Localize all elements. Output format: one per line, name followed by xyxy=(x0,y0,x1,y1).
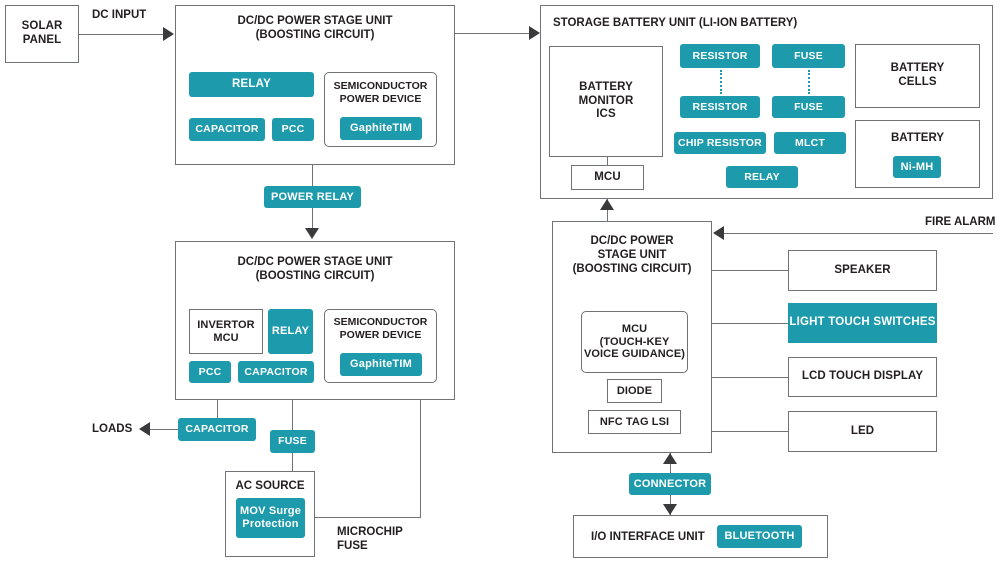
storage-resistor-bottom-chip: RESISTOR xyxy=(680,96,760,118)
connector-up-arrow-icon xyxy=(663,453,677,464)
stage1-to-storage-arrow-icon xyxy=(529,26,540,40)
led-box: LED xyxy=(788,411,937,452)
stage3-nfc-tag-lsi-box: NFC TAG LSI xyxy=(588,410,681,434)
stage3-to-speaker-line xyxy=(712,270,788,271)
stage1-to-relay-line xyxy=(312,165,313,187)
stage2-semiconductor-label: SEMICONDUCTOR POWER DEVICE xyxy=(333,316,428,341)
led-label: LED xyxy=(850,424,875,437)
storage-mcu-box: MCU xyxy=(571,165,644,190)
fire-alarm-arrow-icon xyxy=(713,226,724,240)
storage-mlct-chip: MLCT xyxy=(774,132,846,154)
stage3-mcu-box: MCU (TOUCH-KEY VOICE GUIDANCE) xyxy=(581,311,688,373)
stage3-nfc-tag-lsi-label: NFC TAG LSI xyxy=(599,415,670,428)
battery-cells-box: BATTERY CELLS xyxy=(855,44,980,108)
storage-fuse-bottom-chip: FUSE xyxy=(772,96,845,118)
storage-resistor-top-chip: RESISTOR xyxy=(680,44,760,68)
stage3-to-light-touch-switches-line xyxy=(712,323,788,324)
stage1-semiconductor-label: SEMICONDUCTOR POWER DEVICE xyxy=(333,80,428,105)
output-capacitor-chip: CAPACITOR xyxy=(178,418,256,441)
solar-to-stage1-line xyxy=(79,34,165,35)
stage2-invertor-mcu-box: INVERTOR MCU xyxy=(189,309,263,354)
relay-to-stage2-arrow-icon xyxy=(305,228,319,239)
battery-monitor-ics-label: BATTERY MONITOR ICS xyxy=(578,81,634,121)
ac-source-to-microchip-fuse-line xyxy=(315,517,421,518)
lcd-touch-display-label: LCD TOUCH DISPLAY xyxy=(801,370,924,383)
relay-to-stage2-line xyxy=(312,208,313,230)
resistor-pair-dotted-connector xyxy=(720,70,722,94)
fuse-pair-dotted-connector xyxy=(808,70,810,94)
stage3-diode-label: DIODE xyxy=(616,384,653,397)
stage1-graphitetim-chip: GaphiteTIM xyxy=(340,117,422,140)
dcdc-stage-unit-3-title: DC/DC POWER STAGE UNIT (BOOSTING CIRCUIT… xyxy=(572,235,692,276)
mov-surge-protection-chip: MOV Surge Protection xyxy=(236,498,305,538)
stage2-relay-chip: RELAY xyxy=(268,309,313,354)
solar-panel-box: SOLAR PANEL xyxy=(5,5,79,63)
battery-label: BATTERY xyxy=(890,132,945,144)
solar-panel-label: SOLAR PANEL xyxy=(21,20,63,46)
monitor-to-mcu-line xyxy=(607,157,608,165)
battery-cells-label: BATTERY CELLS xyxy=(890,62,945,88)
stage1-capacitor-chip: CAPACITOR xyxy=(189,118,265,141)
fuse-chip: FUSE xyxy=(270,430,315,453)
stage2-to-microchip-fuse-line xyxy=(420,400,421,517)
stage3-to-led-line xyxy=(712,431,788,432)
stage1-pcc-chip: PCC xyxy=(272,118,314,141)
power-relay-chip: POWER RELAY xyxy=(264,186,361,208)
storage-battery-unit-title: STORAGE BATTERY UNIT (LI-ION BATTERY) xyxy=(553,17,798,29)
speaker-label: SPEAKER xyxy=(834,263,891,276)
stage2-invertor-mcu-label: INVERTOR MCU xyxy=(197,318,255,344)
stage2-pcc-chip: PCC xyxy=(189,361,231,383)
ac-source-title: AC SOURCE xyxy=(235,480,305,492)
bluetooth-chip: BLUETOOTH xyxy=(717,525,802,548)
fire-alarm-line xyxy=(724,233,993,234)
loads-label: LOADS xyxy=(92,423,133,435)
speaker-box: SPEAKER xyxy=(788,250,937,291)
storage-chip-resistor-chip: CHIP RESISTOR xyxy=(674,132,766,154)
storage-fuse-top-chip: FUSE xyxy=(772,44,845,68)
connector-down-arrow-icon xyxy=(663,504,677,515)
fuse-to-ac-source-line xyxy=(292,453,293,471)
storage-relay-chip: RELAY xyxy=(726,166,798,188)
stage1-to-storage-line xyxy=(455,33,531,34)
stage3-to-storage-arrow-icon xyxy=(600,199,614,210)
storage-mcu-label: MCU xyxy=(594,170,621,183)
battery-box xyxy=(855,120,980,188)
stage3-to-lcd-touch-display-line xyxy=(712,377,788,378)
nimh-chip: Ni-MH xyxy=(893,156,941,178)
light-touch-switches-chip: LIGHT TOUCH SWITCHES xyxy=(788,303,937,343)
stage1-relay-chip: RELAY xyxy=(189,72,314,97)
stage2-capacitor-chip: CAPACITOR xyxy=(238,361,314,383)
fire-alarm-label: FIRE ALARM xyxy=(925,216,996,228)
stage3-to-connector-line xyxy=(670,453,671,475)
microchip-fuse-label: MICROCHIP FUSE xyxy=(337,526,403,553)
dc-input-label: DC INPUT xyxy=(92,9,147,21)
stage3-mcu-label: MCU (TOUCH-KEY VOICE GUIDANCE) xyxy=(583,322,686,361)
connector-chip: CONNECTOR xyxy=(629,473,711,495)
stage2-to-capacitor-line xyxy=(217,400,218,418)
stage3-to-storage-line xyxy=(607,199,608,231)
dcdc-stage-unit-2-title: DC/DC POWER STAGE UNIT (BOOSTING CIRCUIT… xyxy=(237,256,393,283)
capacitor-to-loads-line xyxy=(150,429,178,430)
loads-arrow-icon xyxy=(139,422,150,436)
dcdc-stage-unit-1-title: DC/DC POWER STAGE UNIT (BOOSTING CIRCUIT… xyxy=(237,15,393,42)
battery-monitor-ics-box: BATTERY MONITOR ICS xyxy=(549,46,663,157)
stage3-diode-box: DIODE xyxy=(607,379,662,403)
io-interface-unit-title: I/O INTERFACE UNIT xyxy=(591,531,705,543)
stage2-to-fuse-line xyxy=(292,400,293,430)
lcd-touch-display-box: LCD TOUCH DISPLAY xyxy=(788,357,937,397)
solar-to-stage1-arrow-icon xyxy=(163,27,174,41)
stage2-graphitetim-chip: GaphiteTIM xyxy=(340,353,422,376)
